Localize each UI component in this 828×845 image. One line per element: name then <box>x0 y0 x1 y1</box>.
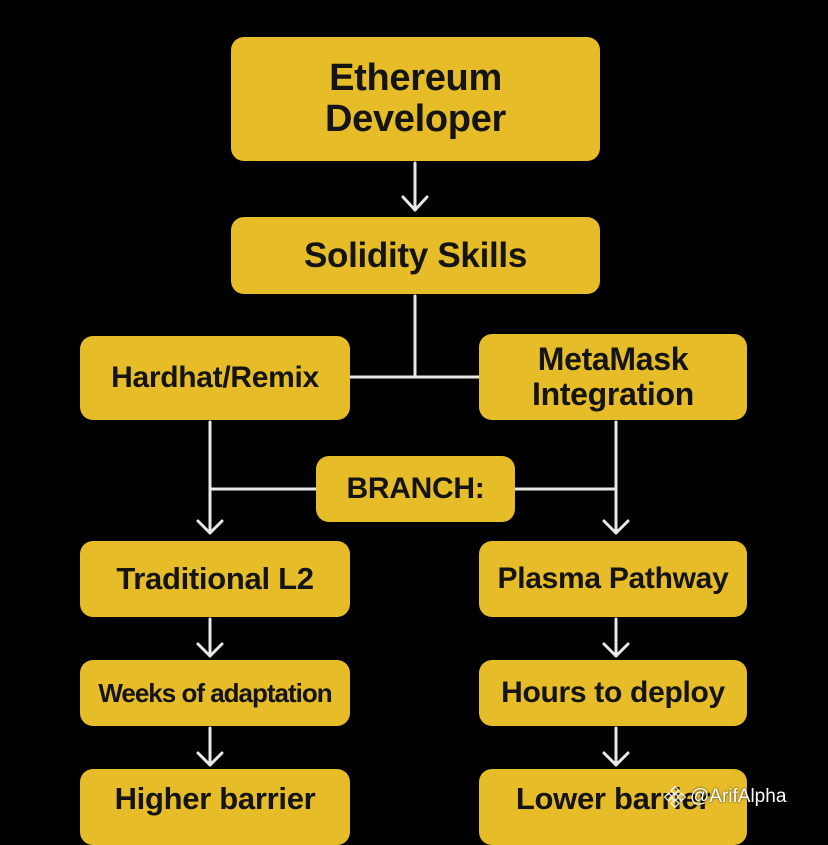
node-hardhat-remix: Hardhat/Remix <box>80 336 350 420</box>
node-plasma-pathway: Plasma Pathway <box>479 541 747 617</box>
node-ethereum-developer: Ethereum Developer <box>231 37 600 161</box>
node-higher-barrier: Higher barrier <box>80 769 350 845</box>
arrowhead-hours-to-lower <box>602 751 630 767</box>
arrowhead-plasma-to-hours <box>602 642 630 658</box>
arrowhead-top-to-solidity <box>401 195 429 212</box>
arrowhead-to-plasma <box>602 519 630 535</box>
connector-lines <box>196 161 630 767</box>
watermark-text: @ArifAlpha <box>690 786 787 807</box>
arrowhead-traditional-to-weeks <box>196 642 224 658</box>
watermark: @ArifAlpha <box>664 786 786 808</box>
node-traditional-l2: Traditional L2 <box>80 541 350 617</box>
arrowhead-to-traditional <box>196 519 224 535</box>
node-hours-to-deploy: Hours to deploy <box>479 660 747 726</box>
binance-logo-icon <box>664 786 686 808</box>
node-metamask-integration: MetaMask Integration <box>479 334 747 420</box>
node-branch: BRANCH: <box>316 456 515 522</box>
arrowhead-weeks-to-higher <box>196 751 224 767</box>
node-weeks-of-adaptation: Weeks of adaptation <box>80 660 350 726</box>
node-solidity-skills: Solidity Skills <box>231 217 600 294</box>
